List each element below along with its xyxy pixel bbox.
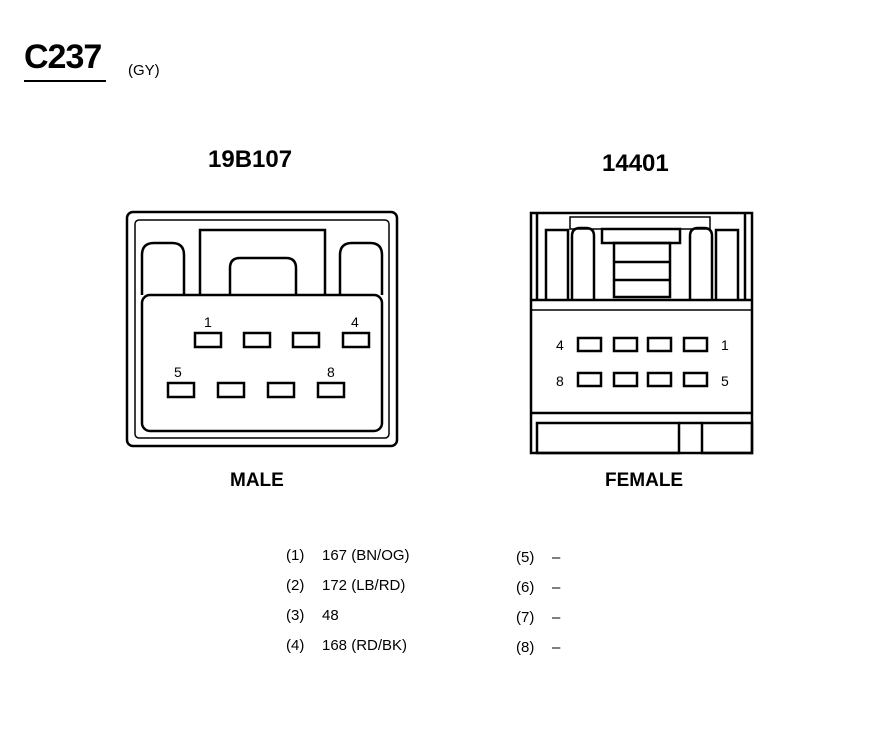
female-pin-label-1: 1 [721,337,729,353]
female-part-number: 14401 [602,150,669,177]
pin-circuit: 48 [322,607,339,624]
male-pin-7 [266,381,296,399]
pin-circuit: – [552,609,561,626]
pin-number: (6) [516,579,535,596]
female-pin-6 [646,371,673,388]
male-pin-label-1: 1 [204,314,212,330]
pinout-row: (7)– [516,609,560,639]
pinout-row: (1) 167 (BN/OG) [286,547,410,577]
pin-number: (2) [286,577,305,594]
female-pin-4 [576,336,603,353]
pin-number: (5) [516,549,535,566]
male-pin-4 [341,331,371,349]
pin-number: (8) [516,639,535,656]
male-part-number: 19B107 [208,146,293,173]
pin-circuit: 172 (LB/RD) [322,577,406,594]
male-pin-2 [242,331,272,349]
male-pin-label-4: 4 [351,314,359,330]
male-pin-6 [216,381,246,399]
pin-number: (1) [286,547,305,564]
female-pin-7 [612,371,639,388]
female-pin-2 [646,336,673,353]
pinout-row: (6)– [516,579,560,609]
pin-circuit: 168 (RD/BK) [322,637,408,654]
pin-circuit: – [552,639,561,656]
pinout-row: (3) 48 [286,607,410,637]
connector-id: C237 [24,38,102,76]
pinout-left-column: (1) 167 (BN/OG) (2) 172 (LB/RD) (3) 48 (4) 1… [286,547,410,667]
pin-number: (7) [516,609,535,626]
connector-id-underline [24,80,106,82]
female-pin-8 [576,371,603,388]
pin-number: (3) [286,607,305,624]
male-pin-label-8: 8 [327,364,335,380]
female-connector-drawing [529,211,754,455]
pinout-row: (8)– [516,639,560,669]
male-connector-drawing [125,210,399,448]
pin-circuit: – [552,549,561,566]
male-pin-1 [193,331,223,349]
pin-circuit: 167 (BN/OG) [322,547,410,564]
male-label: MALE [230,470,284,491]
male-pin-3 [291,331,321,349]
female-pin-1 [682,336,709,353]
pinout-row: (2) 172 (LB/RD) [286,577,410,607]
female-pin-label-4: 4 [556,337,564,353]
female-pin-5 [682,371,709,388]
pin-number: (4) [286,637,305,654]
female-pin-label-5: 5 [721,373,729,389]
male-pin-5 [166,381,196,399]
pin-circuit: – [552,579,561,596]
pinout-right-column: (5)– (6)– (7)– (8)– [516,549,560,669]
female-pin-3 [612,336,639,353]
connector-color: (GY) [128,62,160,79]
male-pin-8 [316,381,346,399]
female-label: FEMALE [605,470,684,491]
pinout-row: (4) 168 (RD/BK) [286,637,410,667]
pinout-row: (5)– [516,549,560,579]
female-pin-label-8: 8 [556,373,564,389]
male-pin-label-5: 5 [174,364,182,380]
